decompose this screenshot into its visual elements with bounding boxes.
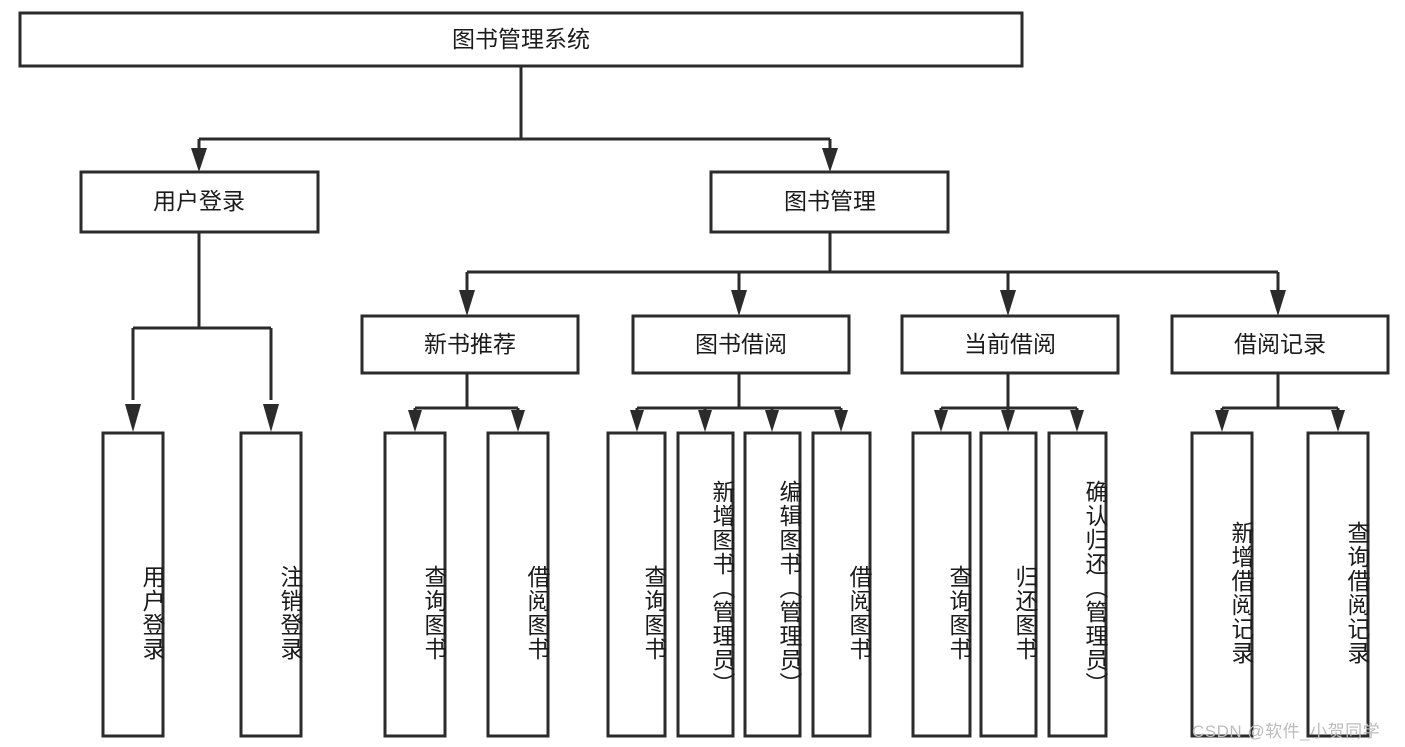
arrow-leaf-book-borrow-4 (834, 410, 848, 432)
node-leaf-borrow-book-1-box[interactable] (486, 431, 550, 738)
arrow-leaf-current-borrow-1 (934, 410, 948, 432)
node-user-login-box[interactable] (79, 170, 320, 234)
node-leaf-query-book-1-box[interactable] (383, 431, 447, 738)
node-borrow-records-box[interactable] (1170, 314, 1390, 375)
node-leaf-user-login-box[interactable] (101, 431, 165, 738)
csdn-watermark: CSDN @软件_小贺同学 (1192, 722, 1381, 741)
node-current-borrow-label: 当前借阅 (964, 331, 1056, 357)
node-leaf-add-record-box[interactable] (1190, 431, 1254, 738)
node-current-borrow-box[interactable] (900, 314, 1120, 375)
node-book-borrow-box[interactable] (631, 314, 851, 375)
arrow-to-borrow-records (1270, 290, 1286, 316)
node-user-login-label: 用户登录 (153, 188, 245, 214)
node-book-mgmt-label: 图书管理 (784, 188, 876, 214)
arrow-leaf-current-borrow-3 (1070, 410, 1084, 432)
node-leaf-borrow-book-2-box[interactable] (811, 431, 872, 738)
node-root-box[interactable] (18, 11, 1024, 68)
arrow-leaf-book-borrow-2 (698, 410, 712, 432)
arrow-leaf-user-login-2 (263, 404, 279, 432)
node-borrow-records-label: 借阅记录 (1234, 331, 1326, 357)
node-leaf-return-book-box[interactable] (979, 431, 1038, 738)
node-leaf-confirm-return-box[interactable] (1047, 431, 1108, 738)
arrow-leaf-user-login-1 (125, 404, 141, 432)
node-leaf-query-record-box[interactable] (1306, 431, 1370, 738)
arrow-to-current-borrow (1000, 290, 1016, 316)
arrow-to-new-book (459, 290, 475, 316)
arrow-leaf-current-borrow-2 (1001, 410, 1015, 432)
arrow-to-book-borrow (731, 290, 747, 316)
node-leaf-query-book-2-box[interactable] (606, 431, 667, 738)
node-book-mgmt-box[interactable] (709, 170, 950, 234)
node-leaf-logout-box[interactable] (239, 431, 303, 738)
arrow-leaf-borrow-records-1 (1215, 410, 1229, 432)
node-leaf-add-book-box[interactable] (676, 431, 735, 738)
node-root-label: 图书管理系统 (452, 26, 590, 52)
arrow-to-user-login (191, 148, 207, 172)
arrow-to-book-mgmt (822, 148, 838, 172)
node-new-book-box[interactable] (360, 314, 580, 375)
arrow-leaf-new-book-2 (511, 410, 525, 432)
arrow-leaf-new-book-1 (408, 410, 422, 432)
node-leaf-query-book-3-box[interactable] (911, 431, 972, 738)
node-book-borrow-label: 图书借阅 (695, 331, 787, 357)
arrow-leaf-book-borrow-3 (765, 410, 779, 432)
node-new-book-label: 新书推荐 (424, 331, 516, 357)
arrow-leaf-book-borrow-1 (630, 410, 644, 432)
node-leaf-edit-book-box[interactable] (743, 431, 802, 738)
arrow-leaf-borrow-records-2 (1331, 410, 1345, 432)
